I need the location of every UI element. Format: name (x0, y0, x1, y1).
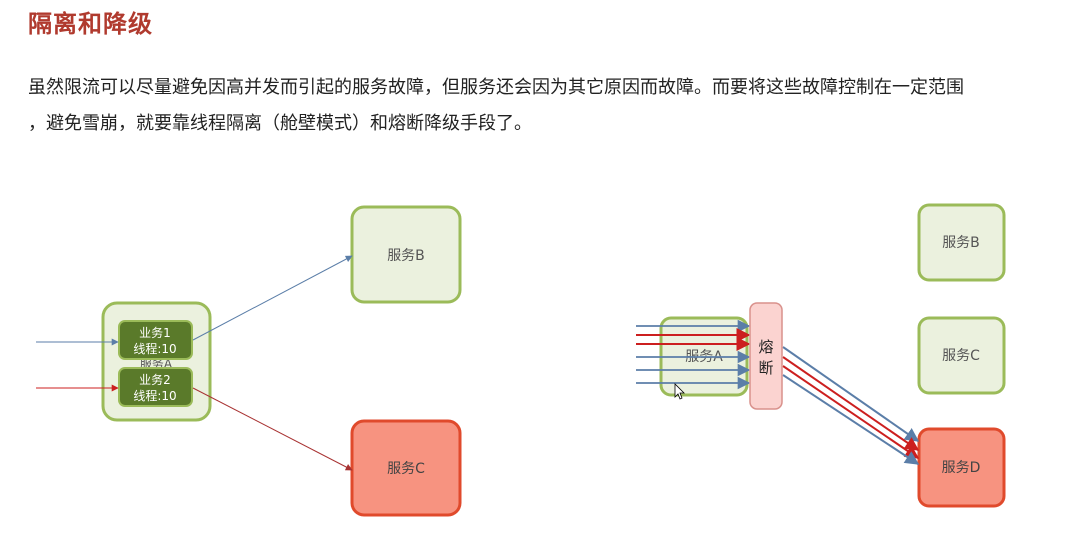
breaker-to-d-arrow-1 (782, 346, 920, 442)
right-service-b-box (917, 203, 1006, 282)
circuit-breaker-char-1: 熔 (758, 338, 773, 356)
circuit-breaker-box (749, 302, 783, 410)
right-service-d-box (917, 427, 1006, 508)
page-title: 隔离和降级 (28, 10, 153, 38)
right-service-c-box (917, 316, 1006, 395)
right-service-b-label: 服务B (942, 235, 980, 251)
left-service-b-label: 服务B (387, 248, 425, 264)
description-line-2: ，避免雪崩，就要靠线程隔离（舱壁模式）和熔断降级手段了。 (28, 113, 532, 134)
breaker-to-d-arrow-3 (782, 365, 920, 459)
left-diagram: 服务A 业务1 线程:10 业务2 线程:10 服务B 服务C (36, 205, 462, 517)
thread-pool-2 (118, 367, 193, 407)
pool1-to-service-b-arrow (192, 255, 353, 341)
description-paragraph: 虽然限流可以尽量避免因高并发而引起的服务故障，但服务还会因为其它原因而故障。而要… (28, 70, 1078, 142)
pool2-to-service-c-arrow (192, 387, 353, 471)
right-service-c-label: 服务C (942, 348, 980, 364)
thread-pool-1 (118, 320, 193, 360)
right-diagram: 服务A 服务B 服务C 服务D 熔 断 (636, 203, 1006, 508)
right-service-d-label: 服务D (942, 460, 981, 476)
left-service-b-box (350, 205, 462, 304)
thread-pool-1-threads: 线程:10 (133, 341, 176, 356)
circuit-breaker-char-2: 断 (758, 359, 773, 377)
thread-pool-1-name: 业务1 (139, 325, 171, 340)
thread-pool-2-threads: 线程:10 (133, 388, 176, 403)
mouse-cursor-icon (674, 383, 685, 400)
description-line-1: 虽然限流可以尽量避免因高并发而引起的服务故障，但服务还会因为其它原因而故障。而要… (28, 77, 964, 98)
thread-pool-2-name: 业务2 (139, 372, 171, 387)
breaker-to-d-arrow-2 (782, 356, 920, 451)
breaker-to-d-arrow-4 (782, 374, 920, 465)
left-service-c-label: 服务C (387, 461, 425, 477)
